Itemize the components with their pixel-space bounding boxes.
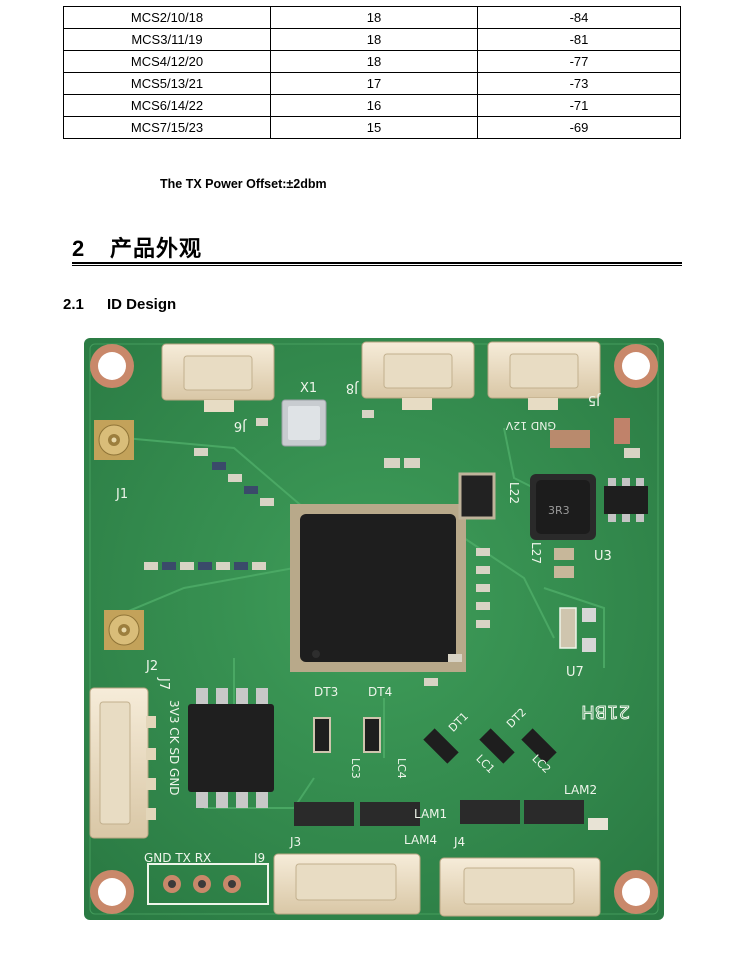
silk-u7: U7 [566,665,584,680]
mcs-cell: MCS4/12/20 [63,50,271,73]
silk-x1: X1 [300,381,317,396]
sensitivity-cell: -71 [477,94,681,117]
connector-j5 [487,341,601,410]
silk-j2: J2 [145,659,158,674]
component-u7 [559,607,596,652]
silk-j9: J9 [253,851,265,865]
section-number: 2 [72,236,86,261]
silk-lc3: LC3 [349,758,362,779]
connector-j7 [89,687,156,839]
power-cell: 18 [270,28,478,51]
inductor-marking: 3R3 [548,504,570,517]
silk-j7-pins: 3V3 CK SD GND [167,700,181,796]
sensitivity-cell: -84 [477,6,681,29]
silk-marking: 21BH [581,701,630,722]
section-rule-thin [72,265,682,266]
subsection-heading: 2.1 ID Design [63,296,176,313]
section-rule [72,262,682,264]
main-soc-chip [290,504,466,672]
sensitivity-cell: -81 [477,28,681,51]
ic-l22 [458,472,496,520]
silk-j3: J3 [289,835,301,849]
silk-j9-pins: GND TX RX [144,851,211,865]
silk-gnd-12v: GND 12V [505,419,556,432]
pcb-board-photo: X1 J6 J8 J5 GND 12V J1 J2 J7 3V3 CK SD G… [84,338,664,920]
silk-j7: J7 [156,677,171,690]
power-cell: 15 [270,116,478,139]
tx-power-offset-note: The TX Power Offset:±2dbm [160,177,327,191]
silk-j8: J8 [346,380,359,395]
silk-dt4: DT4 [368,685,392,699]
silk-lam4: LAM4 [404,833,437,847]
connector-j6 [161,343,275,412]
regulator-u3 [604,478,648,522]
sensitivity-cell: -77 [477,50,681,73]
silk-j1: J1 [115,487,128,502]
subsection-title: ID Design [107,296,177,313]
silk-u3: U3 [594,549,612,564]
silk-lam1: LAM1 [414,807,447,821]
silk-dt3: DT3 [314,685,338,699]
connector-j3 [273,853,421,915]
mcs-cell: MCS7/15/23 [63,116,271,139]
subsection-number: 2.1 [63,296,84,313]
power-cell: 18 [270,6,478,29]
antenna-connector-j1 [94,420,134,460]
flash-chip [188,688,274,808]
connector-j4 [439,857,601,917]
silk-j5: J5 [588,392,601,407]
mcs-cell: MCS2/10/18 [63,6,271,29]
silk-j6: J6 [234,418,247,433]
power-cell: 17 [270,72,478,95]
mounting-holes [90,344,658,914]
silk-l22: L22 [507,482,521,504]
section-title: 产品外观 [110,236,203,261]
silk-l27: L27 [529,542,543,564]
power-cell: 16 [270,94,478,117]
sensitivity-cell: -73 [477,72,681,95]
crystal-x1 [281,399,327,447]
mcs-cell: MCS3/11/19 [63,28,271,51]
silk-lam2: LAM2 [564,783,597,797]
silkscreen-labels: X1 J6 J8 J5 GND 12V J1 J2 J7 3V3 CK SD G… [115,380,631,865]
header-j9 [147,863,269,905]
led-components [294,717,608,830]
mcs-cell: MCS6/14/22 [63,94,271,117]
silk-lc4: LC4 [395,758,408,779]
power-cell: 18 [270,50,478,73]
sensitivity-cell: -69 [477,116,681,139]
passive-components [144,410,640,686]
section-heading: 2 产品外观 [72,231,202,263]
antenna-connector-j2 [104,610,144,650]
mcs-cell: MCS5/13/21 [63,72,271,95]
silk-j4: J4 [453,835,465,849]
power-inductor-3r3 [530,474,596,540]
connector-j8 [361,341,475,410]
